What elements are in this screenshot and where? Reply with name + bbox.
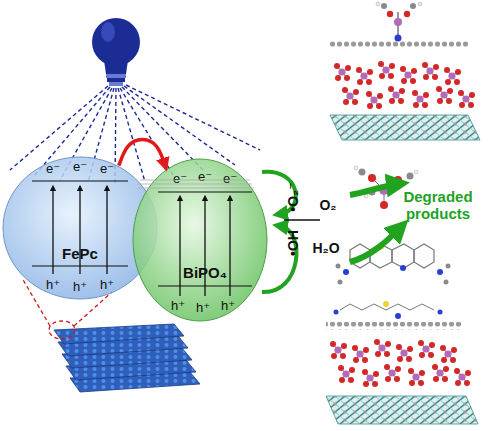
separator-line — [284, 219, 320, 220]
material-name: BiPO₄ — [183, 264, 227, 281]
charge-label: h⁺ — [100, 277, 114, 292]
charge-label: h⁺ — [171, 298, 185, 313]
material-ellipse: e⁻ e⁻ e⁻ h⁺ h⁺ h⁺ BiPO₄ — [132, 158, 268, 322]
charge-label: e⁻ — [73, 159, 87, 174]
charge-label: e⁻ — [198, 169, 212, 184]
result-label: Degraded products — [398, 188, 478, 222]
charge-label: e⁻ — [173, 171, 187, 186]
charge-label: h⁺ — [196, 300, 210, 315]
charge-label: h⁺ — [73, 279, 87, 294]
ellipse-shape — [133, 159, 267, 321]
methylene-blue-molecule — [336, 229, 451, 285]
adsorption-model-bottom — [326, 301, 478, 424]
species-label: H₂O — [312, 240, 339, 256]
species-label: O₂ — [319, 197, 336, 213]
excitation-arrow — [53, 188, 230, 296]
charge-label: e⁻ — [46, 161, 60, 176]
band-lines — [32, 180, 254, 286]
charge-label: h⁺ — [221, 298, 235, 313]
layered-stack — [54, 324, 200, 392]
charge-label: h⁺ — [46, 277, 60, 292]
electron-transfer-arrow — [119, 140, 166, 169]
material-name: FePc — [62, 245, 98, 262]
species-label: •O₂⁻ — [285, 182, 301, 211]
species-label: •OH — [285, 230, 301, 256]
reaction-arrow — [262, 172, 400, 292]
lamp — [92, 18, 140, 86]
charge-label: e⁻ — [100, 161, 114, 176]
charge-label: e⁻ — [223, 171, 237, 186]
adsorption-model-top — [328, 2, 480, 140]
